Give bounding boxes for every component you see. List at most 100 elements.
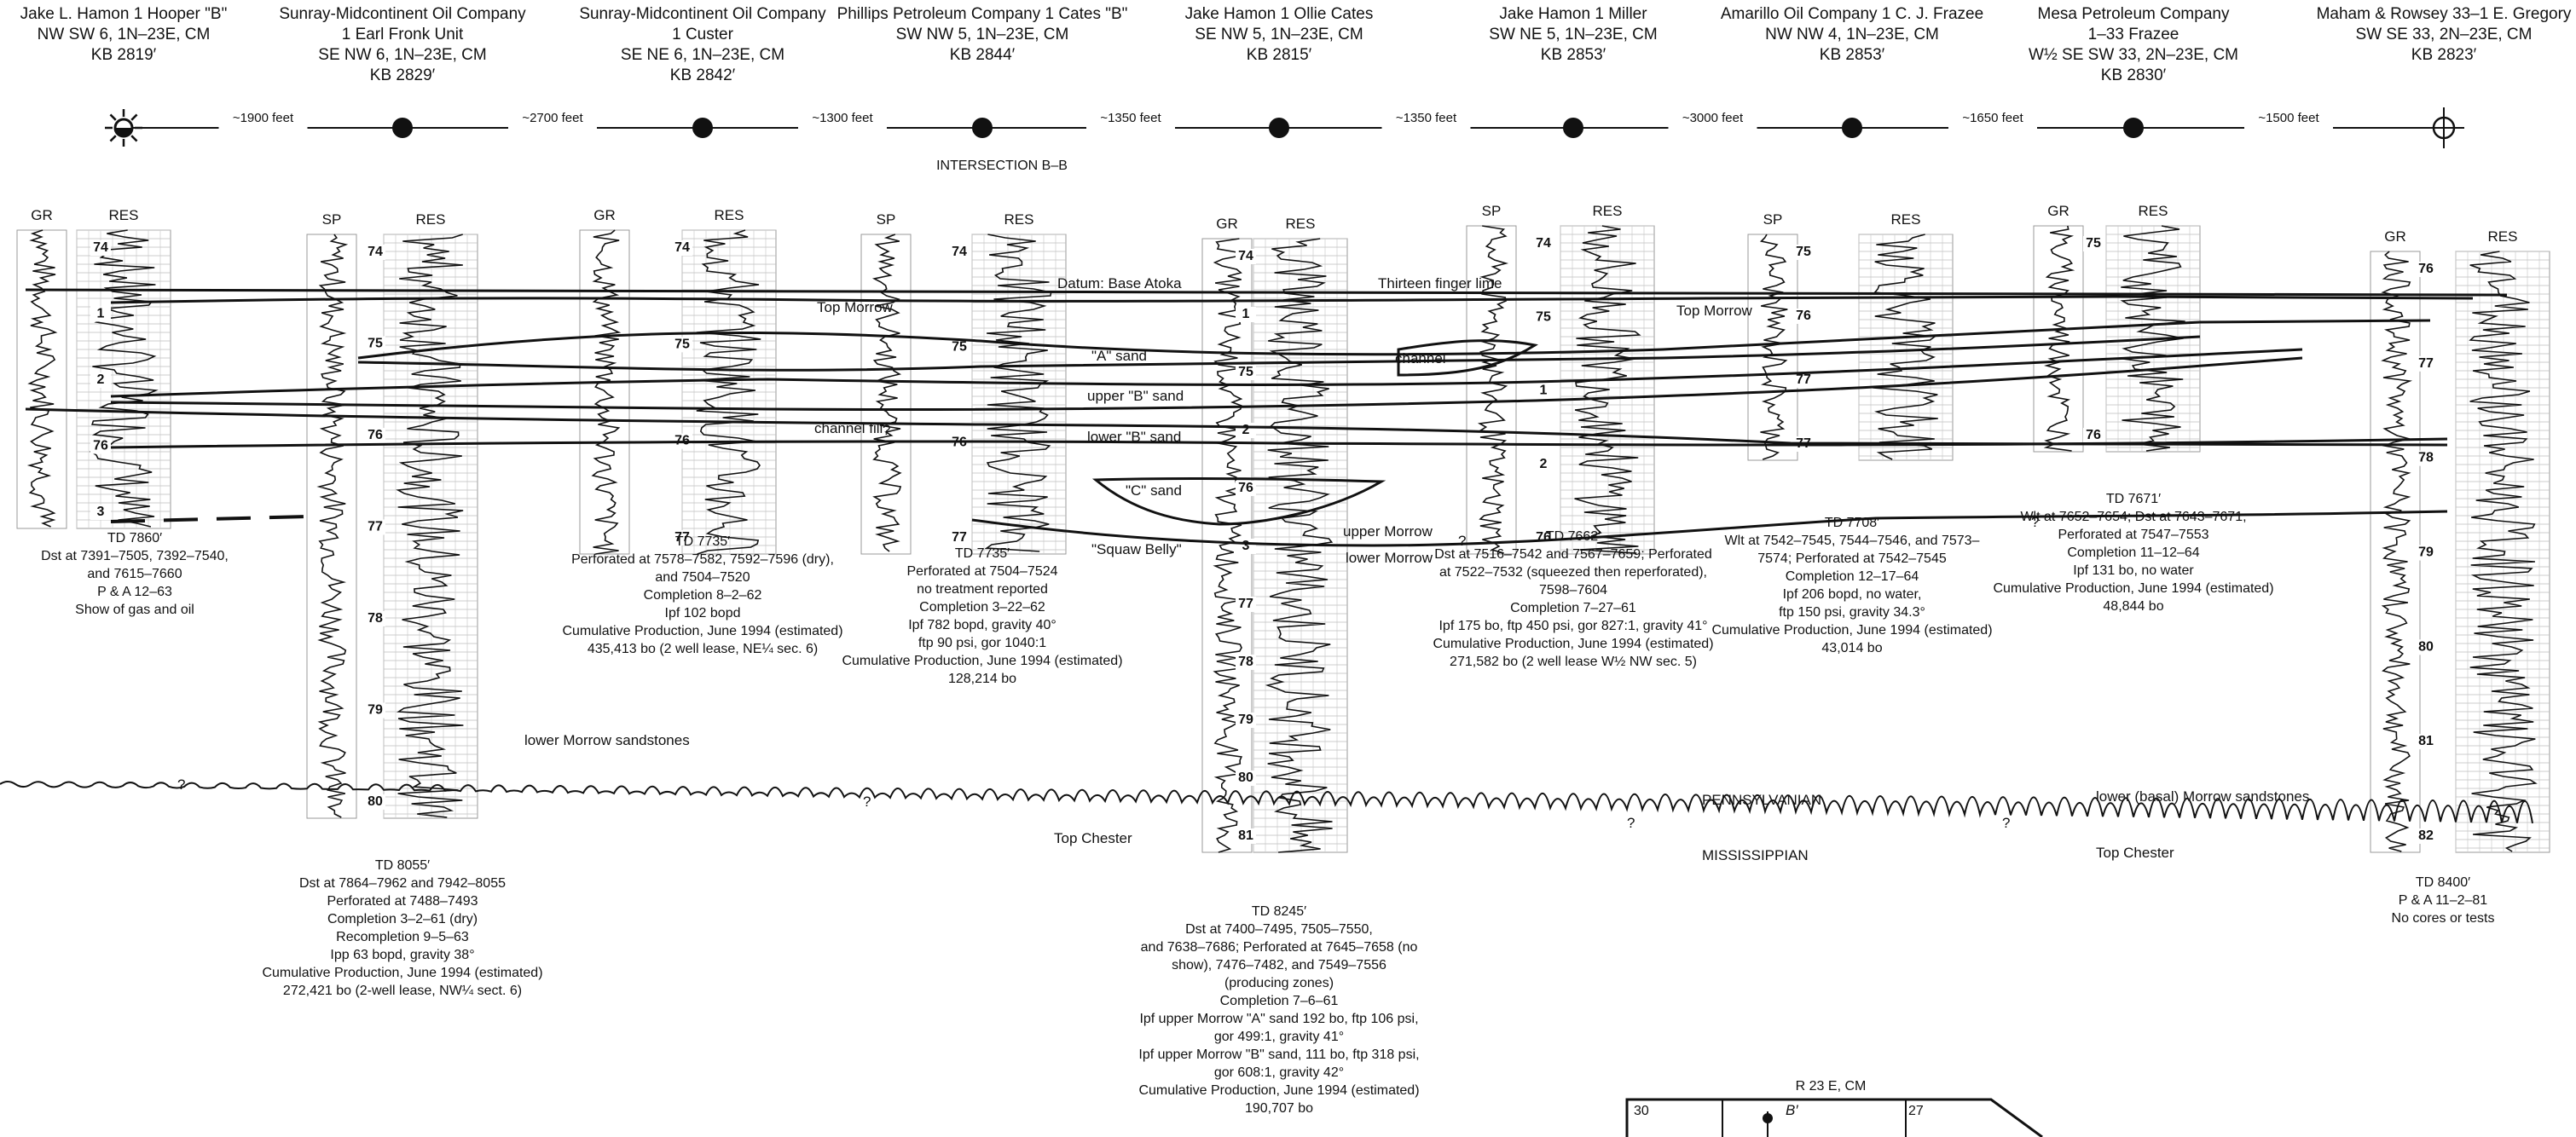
depth-marker: 74	[368, 245, 383, 259]
top-morrow-label: Top Morrow	[817, 299, 894, 315]
well-location: SW NW 5, 1N–23E, CM	[896, 26, 1069, 43]
depth-marker: 81	[2418, 734, 2434, 748]
completion-line: 190,707 bo	[1245, 1101, 1313, 1116]
completion-line: Completion 3–22–62	[919, 600, 1045, 615]
depth-marker: 78	[1238, 655, 1253, 669]
completion-line: Ipf 102 bopd	[665, 606, 741, 620]
well-kb-elevation: KB 2829′	[370, 66, 436, 84]
unconformity-line	[0, 781, 2533, 824]
formation-labels: Datum: Base Atoka Thirteen finger lime T…	[177, 275, 2309, 863]
map-title: R 23 E, CM	[1796, 1079, 1867, 1094]
channel-fill-label: channel fill	[814, 420, 883, 436]
depth-marker: 75	[1238, 365, 1253, 379]
well-spacing-label: ~1300 feet	[812, 111, 873, 125]
completion-line: Dst at 7516–7542 and 7567–7659; Perforat…	[1434, 547, 1712, 562]
total-depth: TD 8055′	[375, 858, 430, 873]
completion-line: (producing zones)	[1224, 976, 1334, 990]
depth-marker: 76	[2418, 262, 2434, 276]
completion-line: Cumulative Production, June 1994 (estima…	[1138, 1083, 1419, 1098]
completion-line: Ipf upper Morrow "A" sand 192 bo, ftp 10…	[1139, 1012, 1418, 1026]
track-label-left: SP	[322, 211, 342, 228]
completion-note-w2: TD 8055′Dst at 7864–7962 and 7942–8055Pe…	[262, 858, 542, 998]
curve-right	[985, 234, 1052, 552]
completion-line: Ipf 206 bopd, no water,	[1783, 587, 1922, 602]
depth-marker: 77	[1796, 372, 1811, 387]
well-spacing: ~1650 feet	[1948, 111, 2037, 131]
completion-line: show), 7476–7482, and 7549–7556	[1172, 958, 1386, 973]
completion-note-w1: TD 7860′Dst at 7391–7505, 7392–7540,and …	[41, 531, 229, 617]
surface-line: ~1900 feet~2700 feet~1300 feet~1350 feet…	[105, 107, 2464, 148]
completion-line: 435,413 bo (2 well lease, NE¼ sec. 6)	[588, 642, 818, 656]
total-depth: TD 7708′	[1825, 516, 1879, 530]
depth-marker: 2	[1242, 423, 1250, 437]
depth-marker: 76	[2086, 428, 2101, 442]
well-spacing-label: ~3000 feet	[1682, 111, 1744, 125]
top-morrow-label-east: Top Morrow	[1676, 303, 1753, 319]
completion-line: ftp 150 psi, gravity 34.3°	[1779, 605, 1925, 620]
channel-fill-qmark: ?	[883, 422, 890, 438]
completion-line: and 7615–7660	[87, 567, 182, 581]
completion-line: Completion 12–17–64	[1786, 569, 1919, 584]
mississippian-label: MISSISSIPPIAN	[1702, 847, 1809, 863]
completion-line: Perforated at 7547–7553	[2058, 528, 2208, 542]
depth-marker: 2	[97, 372, 105, 387]
well-kb-elevation: KB 2853′	[1820, 46, 1885, 64]
upper-morrow-label: upper Morrow	[1343, 523, 1433, 540]
oil-well-icon	[1269, 118, 1289, 138]
completion-line: Cumulative Production, June 1994 (estima…	[842, 654, 1122, 668]
completion-note-w6: TD 7662′Dst at 7516–7542 and 7567–7659; …	[1433, 529, 1713, 669]
total-depth: TD 7735′	[675, 534, 730, 549]
lower-basal-morrow-label: lower (basal) Morrow sandstones	[2096, 788, 2309, 805]
well-spacing-label: ~1650 feet	[1962, 111, 2023, 125]
upper-b-base	[110, 356, 2303, 412]
completion-note-w7: TD 7708′Wlt at 7542–7545, 7544–7546, and…	[1711, 516, 1992, 655]
completion-line: Completion 7–6–61	[1220, 994, 1339, 1008]
track-label-right: RES	[1004, 211, 1034, 228]
completion-line: Perforated at 7488–7493	[327, 894, 478, 909]
curve-right	[1574, 225, 1641, 554]
track-label-right: RES	[2139, 203, 2168, 219]
track-label-left: GR	[593, 207, 616, 223]
depth-marker: 80	[1238, 771, 1253, 785]
qmark-2: ?	[2031, 514, 2039, 530]
depth-marker: 1	[97, 307, 105, 321]
oil-well-icon	[1563, 118, 1583, 138]
completion-line: and 7504–7520	[655, 570, 750, 585]
completion-line: P & A 12–63	[97, 585, 172, 599]
qmark-4: ?	[863, 794, 871, 810]
total-depth: TD 8245′	[1252, 904, 1306, 919]
map-b-prime-label: B′	[1786, 1102, 1798, 1118]
oil-well-icon	[972, 118, 993, 138]
well-location: SW SE 33, 2N–23E, CM	[2356, 26, 2533, 43]
well-location: NW SW 6, 1N–23E, CM	[38, 26, 211, 43]
oil-well-icon	[692, 118, 713, 138]
depth-marker: 76	[674, 434, 690, 448]
channel-outline	[1397, 339, 1539, 377]
upper-b-top	[110, 348, 2303, 398]
well-name-line2: 1–33 Frazee	[2088, 26, 2179, 43]
depth-marker: 75	[2086, 236, 2101, 251]
completion-line: Ipf 782 bopd, gravity 40°	[908, 618, 1056, 632]
curve-left	[1477, 225, 1509, 554]
a-sand-base	[357, 335, 2201, 372]
oil-well-icon	[2123, 118, 2144, 138]
datum-label: Datum: Base Atoka	[1057, 275, 1182, 291]
track-label-left: GR	[2047, 203, 2069, 219]
intersection-label: INTERSECTION B–B	[936, 159, 1068, 173]
completion-line: Completion 8–2–62	[644, 588, 762, 603]
depth-marker: 74	[674, 240, 690, 255]
well-spacing-label: ~1350 feet	[1100, 111, 1161, 125]
track-label-left: GR	[1216, 216, 1238, 232]
depth-marker: 75	[952, 340, 967, 355]
upper-b-sand-label: upper "B" sand	[1087, 388, 1184, 404]
depth-marker: 75	[1536, 309, 1551, 324]
